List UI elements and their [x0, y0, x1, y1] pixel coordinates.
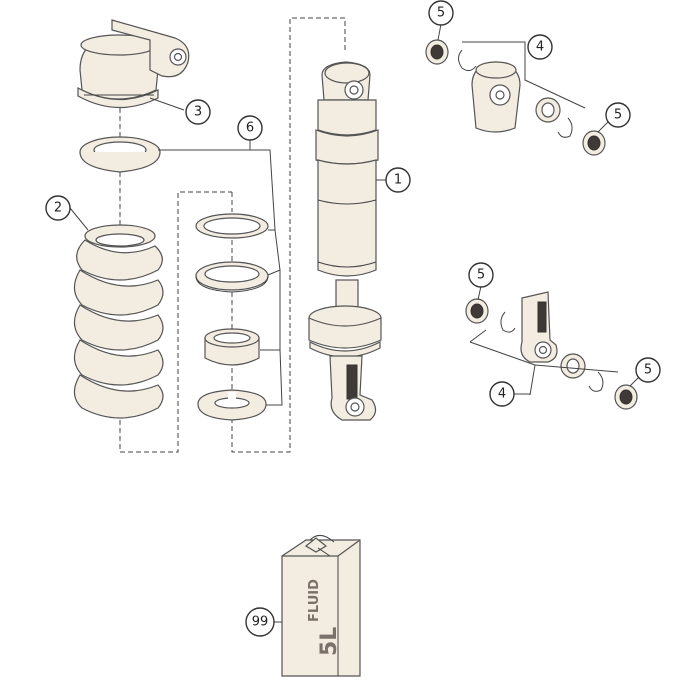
- callout-5-top-left[interactable]: 5: [428, 0, 454, 26]
- svg-text:4: 4: [498, 387, 506, 402]
- svg-text:1: 1: [394, 173, 402, 188]
- bump-stop-stack: [195, 213, 269, 421]
- spring-seat-ring: [79, 136, 161, 173]
- callout-5-bottom-right[interactable]: 5: [635, 357, 661, 383]
- svg-text:6: 6: [246, 121, 254, 136]
- callout-4-bottom[interactable]: 4: [489, 381, 515, 407]
- shock-absorber: [308, 61, 382, 421]
- top-eye-bearing-assembly: [425, 39, 606, 156]
- callout-99[interactable]: 99: [245, 607, 275, 637]
- svg-text:5: 5: [437, 6, 445, 21]
- callout-2[interactable]: 2: [45, 195, 71, 221]
- callout-5-bottom-left[interactable]: 5: [468, 262, 494, 288]
- callout-1[interactable]: 1: [385, 167, 411, 193]
- svg-text:99: 99: [252, 615, 269, 630]
- callout-3[interactable]: 3: [185, 99, 211, 125]
- callout-6[interactable]: 6: [237, 115, 263, 141]
- reservoir-cap: [77, 19, 190, 109]
- can-label-line2: 5L: [317, 627, 342, 656]
- fluid-can: FLUID 5L: [281, 535, 361, 677]
- callout-4-top[interactable]: 4: [527, 34, 553, 60]
- svg-text:5: 5: [477, 268, 485, 283]
- can-label-line1: FLUID: [307, 579, 322, 622]
- spring: [73, 224, 164, 419]
- callout-5-top-right[interactable]: 5: [605, 102, 631, 128]
- assembly-dashed-lines: [119, 17, 346, 453]
- leader-6: [158, 140, 251, 151]
- svg-text:3: 3: [194, 105, 202, 120]
- svg-text:4: 4: [536, 40, 544, 55]
- bottom-eye-bearing-assembly: [465, 291, 638, 410]
- svg-text:5: 5: [644, 363, 652, 378]
- svg-text:2: 2: [54, 201, 62, 216]
- svg-text:5: 5: [614, 108, 622, 123]
